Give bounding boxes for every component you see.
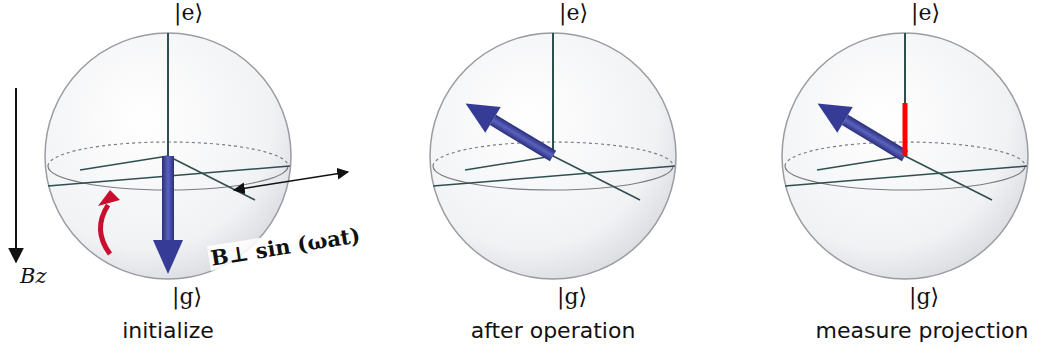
field-label: Bz [20, 264, 47, 288]
state-label: |g⟩ [557, 284, 587, 309]
step-caption: after operation [471, 318, 636, 343]
state-label: |e⟩ [911, 0, 940, 25]
state-label: |g⟩ [172, 284, 202, 309]
state-label: |g⟩ [909, 284, 939, 309]
step-caption: initialize [122, 318, 214, 343]
state-label: |e⟩ [174, 0, 203, 25]
step-caption: measure projection [816, 318, 1029, 343]
drive-arrow [234, 172, 348, 190]
bloch-sphere [782, 33, 1028, 279]
drive-label: B⊥ sin (ωat) [207, 222, 364, 271]
projection-bar [903, 103, 908, 156]
bz-arrow [15, 88, 17, 262]
bloch-sphere [430, 33, 676, 279]
state-label: |e⟩ [559, 0, 588, 25]
